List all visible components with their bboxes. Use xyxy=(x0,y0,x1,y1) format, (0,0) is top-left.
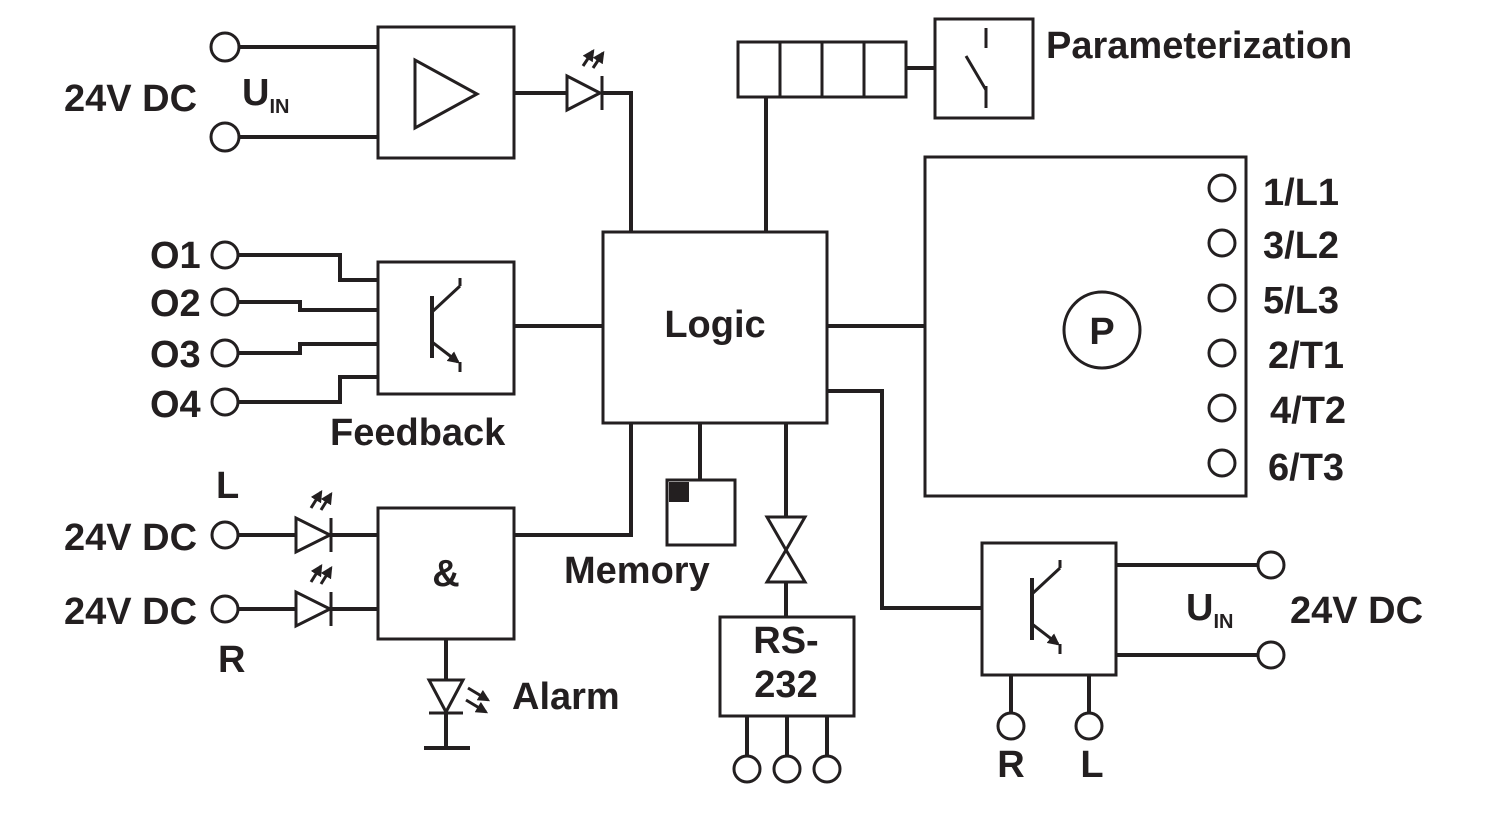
rs232-terminal-1 xyxy=(732,754,762,784)
feedback-input-label-2: O2 xyxy=(150,283,201,325)
power-section-group: P 1/L1 3/L2 5/L3 2/T1 4/T2 6/T3 xyxy=(827,155,1346,498)
output-stage-group: UIN 24V DC R L xyxy=(827,389,1423,786)
power-terminal-label-3: 5/L3 xyxy=(1263,280,1339,322)
alarm-led-icon xyxy=(424,678,491,750)
memory-chip-icon xyxy=(669,482,689,502)
power-terminal-6 xyxy=(1207,448,1237,478)
output-terminal-bottom xyxy=(1256,640,1286,670)
input-terminal-r xyxy=(210,594,240,624)
led-r-icon xyxy=(294,563,334,629)
bidirectional-arrow-icon xyxy=(764,515,808,584)
parameterization-group: Parameterization xyxy=(736,17,1352,232)
memory-group: Memory xyxy=(564,423,737,592)
power-terminal-label-5: 4/T2 xyxy=(1270,390,1346,432)
logic-label: Logic xyxy=(664,304,765,346)
led-diode-icon xyxy=(565,73,604,113)
parameterization-label: Parameterization xyxy=(1046,25,1352,67)
switch-icon xyxy=(964,28,988,108)
and-gate-block xyxy=(376,506,516,641)
logic-block xyxy=(601,230,829,425)
power-terminal-label-4: 2/T1 xyxy=(1268,335,1344,377)
transistor-icon xyxy=(430,278,462,372)
input-voltage-label-bottom: 24V DC xyxy=(64,591,197,633)
output-terminal-top xyxy=(1256,550,1286,580)
input-r-label: R xyxy=(218,639,245,681)
power-terminal-5 xyxy=(1207,393,1237,423)
output-terminal-l xyxy=(1074,711,1104,741)
memory-label: Memory xyxy=(564,550,710,592)
power-terminal-2 xyxy=(1207,228,1237,258)
power-terminal-4 xyxy=(1207,338,1237,368)
output-l-label: L xyxy=(1080,744,1103,786)
amplifier-block xyxy=(376,25,516,160)
feedback-group: O1 O2 O3 O4 Feedback xyxy=(150,235,603,454)
status-led-top xyxy=(514,49,633,232)
power-input-group: 24V DC UIN xyxy=(64,25,516,160)
power-input-u-label: UIN xyxy=(242,72,289,118)
power-terminal-label-6: 6/T3 xyxy=(1268,447,1344,489)
rs232-terminal-2 xyxy=(772,754,802,784)
power-terminal-3 xyxy=(1207,283,1237,313)
input-voltage-label-top: 24V DC xyxy=(64,517,197,559)
power-terminal-label-1: 1/L1 xyxy=(1263,172,1339,214)
and-input-group: L 24V DC 24V DC R & xyxy=(64,423,633,750)
rs232-block xyxy=(718,615,856,718)
power-section-block xyxy=(923,155,1248,498)
feedback-input-label-4: O4 xyxy=(150,384,201,426)
feedback-label: Feedback xyxy=(330,412,506,454)
rs232-group: RS- 232 xyxy=(718,423,856,784)
power-terminal-label-2: 3/L2 xyxy=(1263,225,1339,267)
feedback-terminal-4 xyxy=(210,387,240,417)
power-input-terminal-top xyxy=(209,31,241,63)
feedback-terminal-2 xyxy=(210,287,240,317)
output-r-label: R xyxy=(997,744,1024,786)
feedback-terminal-3 xyxy=(210,338,240,368)
input-terminal-l xyxy=(210,520,240,550)
feedback-input-label-1: O1 xyxy=(150,235,201,277)
motor-label: P xyxy=(1089,311,1114,353)
input-l-label: L xyxy=(216,465,239,507)
switch-block xyxy=(933,17,1035,120)
power-input-voltage-label: 24V DC xyxy=(64,78,197,120)
led-l-icon xyxy=(294,489,334,555)
feedback-block xyxy=(376,260,516,396)
rs232-terminal-3 xyxy=(812,754,842,784)
alarm-label: Alarm xyxy=(512,676,620,718)
feedback-terminal-1 xyxy=(210,240,240,270)
feedback-input-label-3: O3 xyxy=(150,334,201,376)
power-input-terminal-bottom xyxy=(209,121,241,153)
and-gate-label: & xyxy=(432,553,459,595)
rs232-label-line2: 232 xyxy=(754,664,817,706)
output-voltage-label: 24V DC xyxy=(1290,590,1423,632)
output-u-label: UIN xyxy=(1186,587,1233,633)
amplifier-triangle-icon xyxy=(413,57,481,131)
output-terminal-r xyxy=(996,711,1026,741)
power-terminal-1 xyxy=(1207,173,1237,203)
output-stage-block xyxy=(980,541,1118,677)
output-transistor-icon xyxy=(1030,560,1062,654)
rs232-label-line1: RS- xyxy=(753,620,818,662)
motor-symbol xyxy=(1062,290,1142,370)
